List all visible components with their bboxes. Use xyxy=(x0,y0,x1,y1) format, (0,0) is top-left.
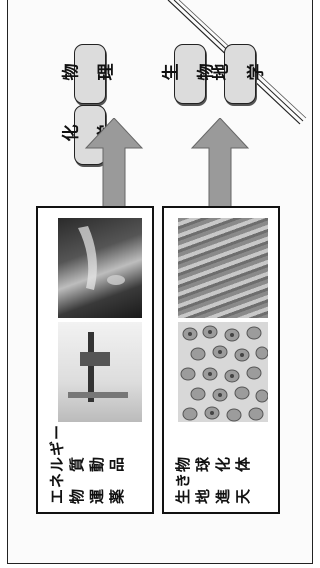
label-evolution: 進 化 xyxy=(212,456,233,504)
label-living-things: 生き物 xyxy=(172,456,193,504)
subject-physics: 物 理 xyxy=(74,44,106,104)
physics-chemistry-box: エネルギー 物 質 運 動 薬 品 xyxy=(36,206,154,514)
biology-earth-box: 生き物 地 球 進 化 天 体 xyxy=(162,206,280,514)
photo-cells xyxy=(178,322,268,422)
subject-physics-label: 物 理 xyxy=(61,61,119,86)
label-energy: エネルギー xyxy=(46,424,67,504)
label-chemicals: 薬 品 xyxy=(106,456,127,504)
label-matter: 物 質 xyxy=(66,456,87,504)
subject-earth-science: 地 学 xyxy=(224,44,256,104)
label-earth: 地 球 xyxy=(192,456,213,504)
photo-rock-strata xyxy=(178,218,268,318)
label-celestial: 天 体 xyxy=(232,456,253,504)
photo-liquid-pour xyxy=(58,218,142,318)
subject-earth-science-label: 地 学 xyxy=(211,61,269,86)
subject-biology-label: 生 物 xyxy=(161,61,219,86)
label-motion: 運 動 xyxy=(86,456,107,504)
arrow-up-left xyxy=(84,118,144,218)
photo-experiment xyxy=(58,322,142,422)
arrow-up-right xyxy=(190,118,250,218)
subject-biology: 生 物 xyxy=(174,44,206,104)
